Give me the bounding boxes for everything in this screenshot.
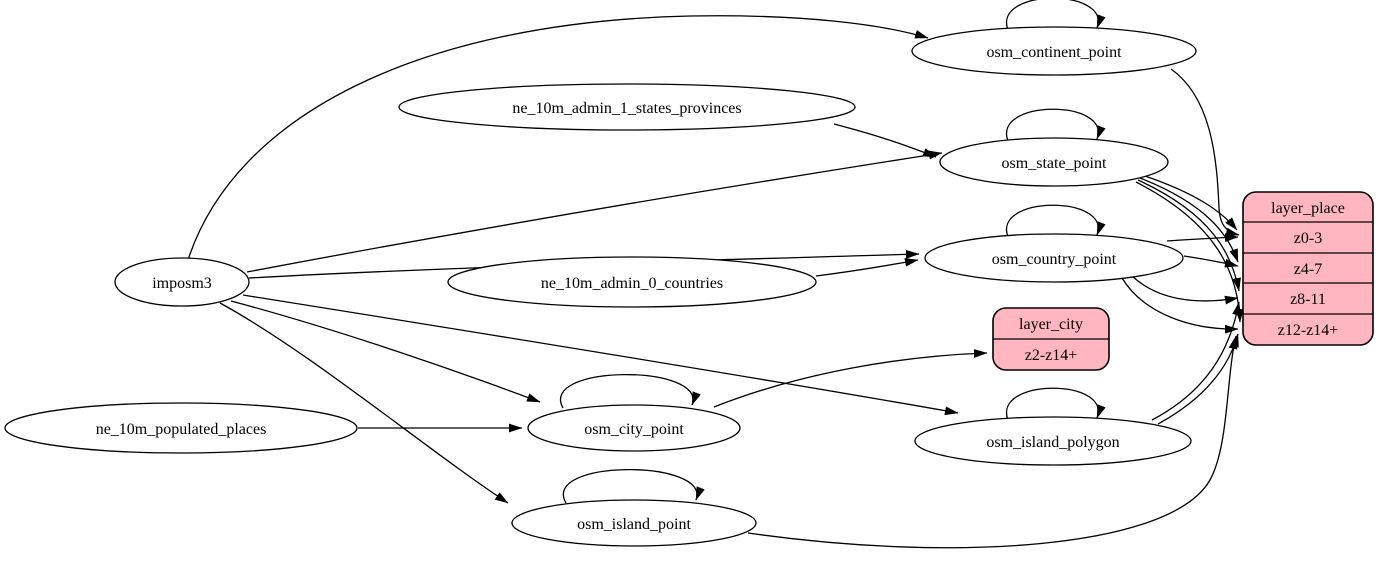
edge-osm-state-point-z8-11 <box>1137 179 1241 292</box>
node-osm-state-point: osm_state_point <box>939 137 1169 187</box>
node-osm-island-point: osm_island_point <box>511 499 757 547</box>
edge-ne-states-provinces-osm-state-point <box>833 123 937 158</box>
node-osm-island-polygon-shape <box>914 416 1192 466</box>
self-loop-osm-island-point <box>562 469 705 504</box>
edge-ne-admin0-countries-osm-country-point <box>815 257 919 277</box>
self-loop-osm-city-point <box>559 374 701 409</box>
node-osm-island-point-label: osm_island_point <box>577 516 691 533</box>
node-ne-10m-admin-1-states-provinces: ne_10m_admin_1_states_provinces <box>398 83 856 131</box>
node-osm-island-polygon: osm_island_polygon <box>914 416 1192 466</box>
edge-osm-country-point-z8-11 <box>1131 275 1239 305</box>
node-osm-continent-point: osm_continent_point <box>911 26 1197 76</box>
node-osm-continent-point-label: osm_continent_point <box>986 44 1122 61</box>
node-imposm3-label: imposm3 <box>152 275 212 292</box>
node-ne-populated-places-label: ne_10m_populated_places <box>96 421 267 438</box>
node-imposm3: imposm3 <box>114 257 250 307</box>
node-layer-city: layer_city z2-z14+ <box>992 307 1110 371</box>
self-loop-osm-island-polygon <box>1005 387 1106 421</box>
node-ne-states-provinces-label: ne_10m_admin_1_states_provinces <box>512 100 741 117</box>
edge-osm-city-point-layer-city-z2 <box>713 349 988 408</box>
node-imposm3-shape <box>114 257 250 307</box>
edge-osm-state-point-z0-3 <box>1141 174 1238 231</box>
edge-osm-country-point-z12-z14 <box>1121 277 1239 334</box>
edge-osm-island-point-z12-z14 <box>747 335 1238 549</box>
layer-place-title: layer_place <box>1271 200 1345 217</box>
edge-osm-country-point-z0-3 <box>1166 233 1239 242</box>
edge-imposm3-osm-continent-point <box>187 15 929 261</box>
layer-city-title: layer_city <box>1019 316 1083 333</box>
node-osm-city-point: osm_city_point <box>527 404 741 452</box>
node-osm-state-point-shape <box>939 137 1169 187</box>
layer-place-row-z12-z14: z12-z14+ <box>1278 322 1339 339</box>
node-osm-island-point-shape <box>511 499 757 547</box>
node-osm-state-point-label: osm_state_point <box>1002 155 1107 172</box>
node-ne-admin0-countries-label: ne_10m_admin_0_countries <box>541 275 723 292</box>
layer-place-row-z0-3: z0-3 <box>1294 230 1322 247</box>
node-osm-country-point-label: osm_country_point <box>992 251 1117 268</box>
node-ne-populated-places-shape <box>4 402 358 454</box>
edge-osm-state-point-z4-7 <box>1139 177 1239 263</box>
edge-imposm3-osm-state-point <box>246 150 943 273</box>
node-layer-place: layer_place z0-3 z4-7 z8-11 z12-z14+ <box>1242 191 1374 346</box>
node-osm-country-point-shape <box>924 233 1184 283</box>
edges <box>187 0 1244 549</box>
nodes: imposm3 ne_10m_admin_1_states_provinces … <box>4 26 1374 547</box>
node-layer-place-box <box>1242 191 1374 346</box>
self-loop-osm-state-point <box>1005 108 1106 142</box>
edge-imposm3-osm-island-point <box>219 302 509 504</box>
node-osm-country-point: osm_country_point <box>924 233 1184 283</box>
node-ne-10m-admin-0-countries: ne_10m_admin_0_countries <box>447 256 817 308</box>
node-ne-states-provinces-shape <box>398 83 856 131</box>
layer-city-row-z2-z14: z2-z14+ <box>1025 347 1078 364</box>
node-osm-island-polygon-label: osm_island_polygon <box>986 434 1119 451</box>
node-osm-city-point-label: osm_city_point <box>584 421 684 438</box>
edge-imposm3-osm-island-polygon <box>242 294 959 416</box>
self-loop-osm-continent-point <box>1005 0 1106 31</box>
node-osm-city-point-shape <box>527 404 741 452</box>
layer-place-row-z4-7: z4-7 <box>1294 261 1322 278</box>
edge-imposm3-osm-city-point <box>230 300 541 403</box>
node-ne-10m-populated-places: ne_10m_populated_places <box>4 402 358 454</box>
node-osm-continent-point-shape <box>911 26 1197 76</box>
layer-place-row-z8-11: z8-11 <box>1290 291 1326 308</box>
edge-osm-island-polygon-z8-11 <box>1151 301 1242 421</box>
self-loop-osm-country-point <box>1005 204 1106 238</box>
node-ne-admin0-countries-shape <box>447 256 817 308</box>
edge-osm-country-point-z4-7 <box>1183 255 1239 268</box>
